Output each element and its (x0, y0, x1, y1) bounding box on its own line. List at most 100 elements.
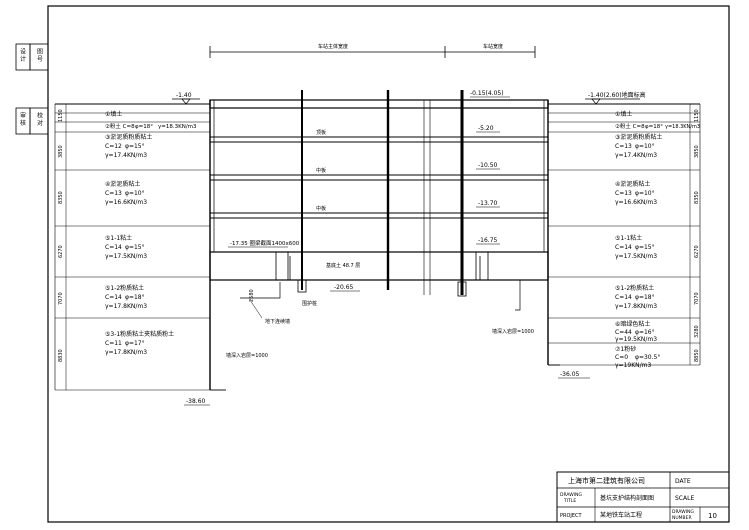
pile-columns (275, 90, 489, 297)
project-label: PROJECT (560, 513, 583, 519)
thk-right-4: 6270 (694, 245, 700, 258)
svg-text:④淤泥质粘土: ④淤泥质粘土 (615, 180, 650, 188)
scale-label: SCALE (675, 495, 694, 502)
svg-text:C=14: C=14 (615, 294, 632, 301)
soil-left-6: ⑤1-2粉质粘土 C=14 φ=18° γ=17.8KN/m3 (105, 284, 147, 310)
svg-text:⑤1-1粘土: ⑤1-1粘土 (105, 234, 132, 242)
svg-text:③淤泥质粉质粘土: ③淤泥质粉质粘土 (105, 133, 152, 141)
svg-text:γ=19.5KN/m3: γ=19.5KN/m3 (615, 336, 657, 343)
svg-text:C=14: C=14 (615, 244, 632, 251)
drawing-number-label-2: NUMBER (672, 515, 692, 521)
soil-left-2: ②粉土 C=8 φ=18° γ=18.3KN/m3 (105, 122, 197, 130)
thk-right-3: 8350 (694, 191, 700, 204)
drawing-title-label: DRAWING (560, 492, 582, 498)
svg-text:④淤泥质粘土: ④淤泥质粘土 (105, 180, 140, 188)
mid-note: 基底土 48.7 层 (326, 262, 360, 269)
elev-top-slab: -0.15(4.05) (470, 90, 504, 97)
thk-left-1: 1150 (58, 109, 64, 122)
svg-text:γ=17.8KN/m3: γ=17.8KN/m3 (105, 303, 147, 310)
pile-label: 围护桩 (302, 300, 317, 307)
beam-left-label: -17.35 圈梁截面1400x600 (230, 239, 300, 247)
wall-left-label: 地下连续墙 (265, 318, 290, 325)
svg-text:③淤泥质粉质粘土: ③淤泥质粉质粘土 (615, 133, 662, 141)
elev-ground-left: -1.40 (176, 92, 192, 99)
elevation-marker-ground-left (172, 98, 200, 105)
svg-text:⑤1-1粘土: ⑤1-1粘土 (615, 234, 642, 242)
svg-text:⑥暗绿色粘土: ⑥暗绿色粘土 (615, 320, 650, 328)
thk-left-3: 8350 (58, 191, 64, 204)
thk-right-6: 3280 (694, 325, 700, 338)
svg-text:γ=18.3KN/m3: γ=18.3KN/m3 (665, 124, 700, 130)
svg-text:φ=15°: φ=15° (125, 143, 145, 150)
drawing-title-label-2: TITLE (563, 498, 576, 504)
floor-label-3: 中板 (316, 205, 326, 212)
svg-text:①填土: ①填土 (615, 110, 632, 118)
floor-label-2: 中板 (316, 167, 326, 174)
header-dimensions (209, 46, 536, 58)
svg-text:φ=18°: φ=18° (135, 124, 153, 130)
station-structure (209, 99, 560, 391)
header-left-span: 车站主体宽度 (318, 43, 348, 50)
elev-level-1: -5.20 (478, 125, 494, 132)
svg-text:C=14: C=14 (105, 294, 122, 301)
svg-text:γ=16.6KN/m3: γ=16.6KN/m3 (105, 199, 147, 206)
date-label: DATE (675, 478, 691, 485)
ground-lines (55, 103, 700, 114)
svg-text:②粉土 C=8: ②粉土 C=8 (105, 122, 135, 130)
elev-level-3: -13.70 (478, 200, 498, 207)
svg-text:γ=16.6KN/m3: γ=16.6KN/m3 (615, 199, 657, 206)
thk-left-6: 8830 (58, 349, 64, 362)
elev-right-bottom: -36.05 (560, 371, 580, 378)
soil-right-8: ⑦1粉砂 C=0 φ=30.5° γ=19KN/m3 (615, 345, 660, 369)
svg-text:γ=17.5KN/m3: γ=17.5KN/m3 (105, 253, 147, 260)
stamp-review-label: 审 核 (19, 111, 26, 127)
header-right-span: 车站宽度 (483, 43, 503, 50)
svg-text:φ=15°: φ=15° (635, 244, 655, 251)
svg-text:C=13: C=13 (615, 190, 632, 197)
svg-text:②粉土 C=8: ②粉土 C=8 (615, 122, 645, 130)
svg-text:C=0: C=0 (615, 354, 628, 361)
svg-text:C=13: C=13 (105, 190, 122, 197)
soil-left-1: ①填土 (105, 110, 122, 118)
svg-text:γ=17.4KN/m3: γ=17.4KN/m3 (105, 152, 147, 159)
svg-text:φ=10°: φ=10° (635, 190, 655, 197)
stamp-check-label: 校 对 (36, 111, 43, 126)
left-stamp-bottom: 审 核 校 对 (15, 107, 49, 135)
thk-left-2: 3850 (58, 145, 64, 158)
drawing-number-label: DRAWING (672, 509, 694, 515)
thk-left-5: 7070 (58, 292, 64, 305)
svg-text:φ=15°: φ=15° (125, 244, 145, 251)
project-name: 某地铁车站工程 (600, 511, 642, 519)
elev-level-4: -16.75 (478, 237, 498, 244)
drawing-title: 基坑支护结构剖面图 (600, 494, 654, 502)
svg-text:C=13: C=13 (615, 143, 632, 150)
stamp-drawno-label: 图 号 (36, 48, 43, 63)
embed-right-label: 墙深入岩层=1000 (492, 328, 534, 335)
soil-right-7: ⑥暗绿色粘土 C=44 φ=16° γ=19.5KN/m3 (615, 320, 657, 343)
svg-text:C=12: C=12 (105, 143, 122, 150)
svg-text:φ=10°: φ=10° (635, 143, 655, 150)
svg-text:φ=18°: φ=18° (645, 124, 663, 130)
svg-text:γ=18.3KN/m3: γ=18.3KN/m3 (158, 124, 197, 130)
company-name: 上海市第二建筑有限公司 (568, 476, 645, 485)
svg-text:φ=16°: φ=16° (635, 329, 655, 336)
svg-text:⑤3-1粉质粘土夹粘质粉土: ⑤3-1粉质粘土夹粘质粉土 (105, 330, 174, 338)
soil-left-5: ⑤1-1粘土 C=14 φ=15° γ=17.5KN/m3 (105, 234, 147, 260)
soil-right-4: ④淤泥质粘土 C=13 φ=10° γ=16.6KN/m3 (615, 180, 657, 206)
svg-text:⑤1-2粉质粘土: ⑤1-2粉质粘土 (105, 284, 144, 292)
soil-left-7: ⑤3-1粉质粘土夹粘质粉土 C=11 φ=17° γ=17.8KN/m3 (105, 330, 174, 356)
svg-text:C=14: C=14 (105, 244, 122, 251)
thk-right-5: 7070 (694, 292, 700, 305)
svg-text:C=44: C=44 (615, 329, 632, 336)
svg-text:γ=17.5KN/m3: γ=17.5KN/m3 (615, 253, 657, 260)
drawing-number: 10 (708, 512, 717, 520)
drawing-border (47, 5, 730, 523)
thk-left-4: 6270 (58, 245, 64, 258)
svg-text:γ=19KN/m3: γ=19KN/m3 (615, 362, 652, 369)
svg-text:φ=10°: φ=10° (125, 190, 145, 197)
soil-left-3: ③淤泥质粉质粘土 C=12 φ=15° γ=17.4KN/m3 (105, 133, 152, 159)
floor-label-1: 顶板 (316, 129, 326, 136)
svg-text:①填土: ①填土 (105, 110, 122, 118)
elev-base: -20.65 (334, 284, 354, 291)
